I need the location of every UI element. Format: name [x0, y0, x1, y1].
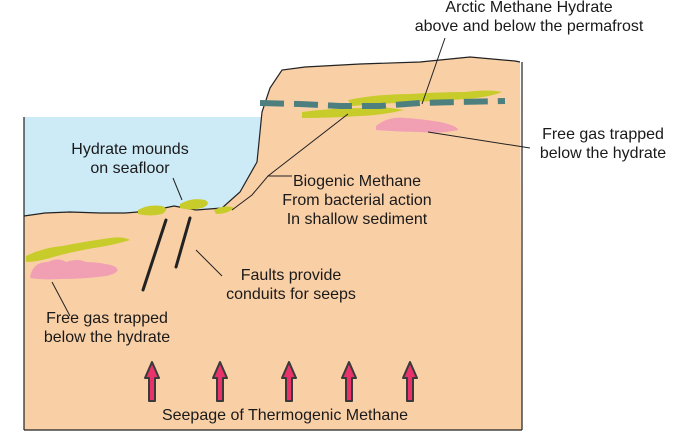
- biogenic-line-2: From bacterial action: [282, 192, 432, 209]
- faults-label: Faults provide conduits for seeps: [206, 266, 376, 304]
- sediment-block: [24, 57, 522, 430]
- arctic-hydrate-upper: [348, 90, 502, 106]
- pointer-free-gas-right: [427, 131, 531, 149]
- arctic-title-line-2: above and below the permafrost: [414, 18, 644, 35]
- seepage-arrow: [212, 361, 228, 402]
- hydrate-mounds-label: Hydrate mounds on seafloor: [50, 140, 210, 178]
- free-gas-left: [30, 259, 118, 280]
- hydrate-mound-3: [214, 206, 234, 214]
- seepage-label: Seepage of Thermogenic Methane: [130, 406, 440, 425]
- faults-line-2: conduits for seeps: [226, 286, 356, 303]
- free-gas-right-line-1: Free gas trapped: [542, 126, 664, 143]
- hydrate-mound-1: [138, 205, 166, 216]
- arctic-title-line-1: Arctic Methane Hydrate: [445, 0, 613, 16]
- pointer-hydrate-mounds: [172, 177, 183, 201]
- seepage-arrow: [341, 361, 357, 402]
- seepage-arrows: [144, 361, 418, 402]
- arctic-hydrate-lower: [302, 107, 404, 118]
- faults-line-1: Faults provide: [240, 267, 342, 284]
- hydrate-layer-left: [26, 237, 130, 262]
- hydrate-mounds-line-1: Hydrate mounds: [71, 141, 189, 158]
- free-gas-left-label: Free gas trapped below the hydrate: [22, 309, 192, 347]
- free-gas-left-line-1: Free gas trapped: [46, 310, 168, 327]
- pointer-biogenic-to-arctic: [267, 113, 349, 177]
- fault-1: [141, 218, 168, 292]
- free-gas-left-line-2: below the hydrate: [43, 329, 171, 346]
- pointer-faults: [195, 249, 223, 277]
- hydrate-mounds-line-2: on seafloor: [90, 160, 170, 177]
- seepage-arrow: [281, 361, 297, 402]
- free-gas-right-line-2: below the hydrate: [539, 145, 667, 162]
- free-gas-right: [376, 117, 458, 133]
- pointer-arctic-label: [421, 37, 446, 105]
- seepage-arrow: [144, 361, 160, 402]
- pointer-free-gas-left: [51, 281, 71, 317]
- seepage-arrow: [402, 361, 418, 402]
- arctic-methane-title: Arctic Methane Hydrate above and below t…: [384, 0, 674, 36]
- fault-2: [174, 216, 192, 269]
- ocean-water: [24, 117, 262, 216]
- hydrate-mound-2: [180, 199, 208, 210]
- seepage-text: Seepage of Thermogenic Methane: [161, 407, 409, 424]
- pointer-biogenic: [231, 175, 292, 211]
- free-gas-right-label: Free gas trapped below the hydrate: [528, 125, 678, 163]
- permafrost-boundary: [259, 98, 506, 109]
- seafloor-and-land-outline: [23, 56, 521, 217]
- biogenic-line-1: Biogenic Methane: [292, 173, 422, 190]
- biogenic-line-3: In shallow sediment: [286, 211, 428, 228]
- biogenic-methane-label: Biogenic Methane From bacterial action I…: [272, 172, 442, 229]
